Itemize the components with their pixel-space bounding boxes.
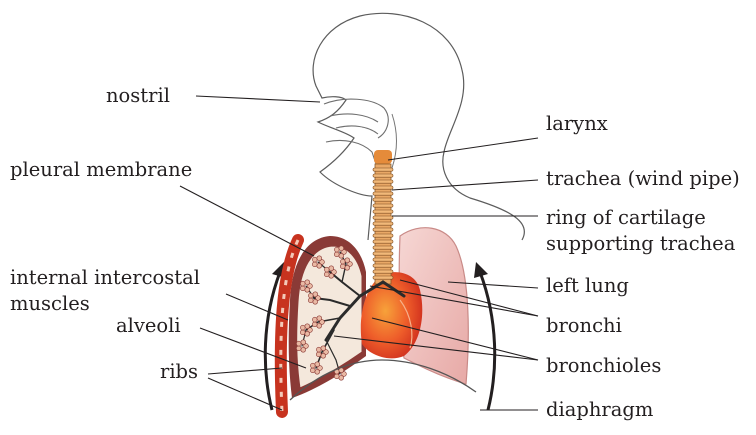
cartilage-ring [373, 186, 393, 189]
alveolus [296, 346, 301, 351]
alveolus [312, 317, 317, 322]
alveolus [300, 325, 305, 330]
alveolus [300, 281, 305, 286]
alveolus [301, 340, 306, 345]
alveolus [324, 267, 329, 272]
alveolus [334, 252, 339, 257]
label-bronchioles: bronchioles [546, 354, 661, 377]
alveolus [316, 352, 321, 357]
alveolus [315, 369, 320, 374]
label-left-lung: left lung [546, 274, 629, 297]
alveolus [340, 259, 345, 264]
alveolus [313, 299, 318, 304]
label-bronchi: bronchi [546, 314, 622, 337]
alveolus [300, 330, 305, 335]
cartilage-ring [373, 222, 393, 225]
cartilage-ring [373, 204, 393, 207]
alveolus [329, 266, 334, 271]
leader-larynx [388, 138, 538, 160]
alveolus [312, 322, 317, 327]
alveolus [345, 258, 350, 263]
alveolus [312, 262, 317, 267]
cartilage-ring [373, 270, 393, 273]
label-alveoli: alveoli [116, 314, 181, 337]
label-diaphragm: diaphragm [546, 398, 653, 421]
alveolus [313, 292, 318, 297]
alveolus [317, 263, 322, 268]
alveolus [317, 256, 322, 261]
alveolus [310, 368, 315, 373]
alveolus [321, 353, 326, 358]
alveolus [339, 375, 344, 380]
label-pleural-membrane: pleural membrane [10, 158, 192, 181]
leader-ribs-2 [208, 378, 282, 410]
leader-pleural [180, 186, 314, 256]
alveolus [340, 264, 345, 269]
label-larynx: larynx [546, 112, 608, 135]
alveolus [339, 246, 344, 251]
alveolus [305, 280, 310, 285]
alveolus [345, 265, 350, 270]
cartilage-ring [373, 198, 393, 201]
alveolus [334, 374, 339, 379]
cartilage-ring [373, 210, 393, 213]
throat-back [392, 114, 397, 168]
cartilage-ring [373, 192, 393, 195]
alveolus [305, 287, 310, 292]
chest-wall-arrow-right [480, 272, 495, 410]
alveolus [317, 323, 322, 328]
alveolus [308, 298, 313, 303]
cartilage-ring [373, 174, 393, 177]
alveolus [310, 363, 315, 368]
alveolus [329, 273, 334, 278]
arrow-head-right [474, 262, 488, 278]
alveolus [339, 253, 344, 258]
leader-ribs-1 [208, 368, 282, 374]
alveolus [317, 316, 322, 321]
nasal-cavity [324, 99, 388, 138]
alveolus [315, 362, 320, 367]
cartilage-ring [373, 234, 393, 237]
cartilage-ring [373, 180, 393, 183]
cartilage-ring [373, 216, 393, 219]
alveolus [316, 347, 321, 352]
label-intercostal-line2: muscles [10, 292, 90, 315]
label-trachea: trachea (wind pipe) [546, 167, 740, 190]
label-intercostal-line1: internal intercostal [10, 266, 200, 289]
alveolus [334, 247, 339, 252]
cartilage-ring [373, 168, 393, 171]
cartilage-ring [373, 240, 393, 243]
alveolus [296, 341, 301, 346]
alveolus [308, 293, 313, 298]
alveolus [305, 331, 310, 336]
label-ring-line2: supporting trachea [546, 232, 736, 255]
alveolus [301, 347, 306, 352]
leader-nostril [196, 96, 320, 102]
alveolus [305, 324, 310, 329]
cartilage-ring [373, 228, 393, 231]
cartilage-ring [373, 276, 393, 279]
label-ribs: ribs [160, 360, 198, 383]
label-ring-line1: ring of cartilage [546, 206, 706, 229]
cartilage-ring [373, 264, 393, 267]
alveolus [321, 346, 326, 351]
alveolus [300, 286, 305, 291]
cartilage-ring [373, 246, 393, 249]
label-nostril: nostril [106, 84, 170, 107]
alveolus [324, 272, 329, 277]
alveolus [312, 257, 317, 262]
cartilage-ring [373, 252, 393, 255]
larynx [374, 150, 392, 164]
cartilage-ring [373, 258, 393, 261]
leader-trachea [392, 180, 538, 190]
